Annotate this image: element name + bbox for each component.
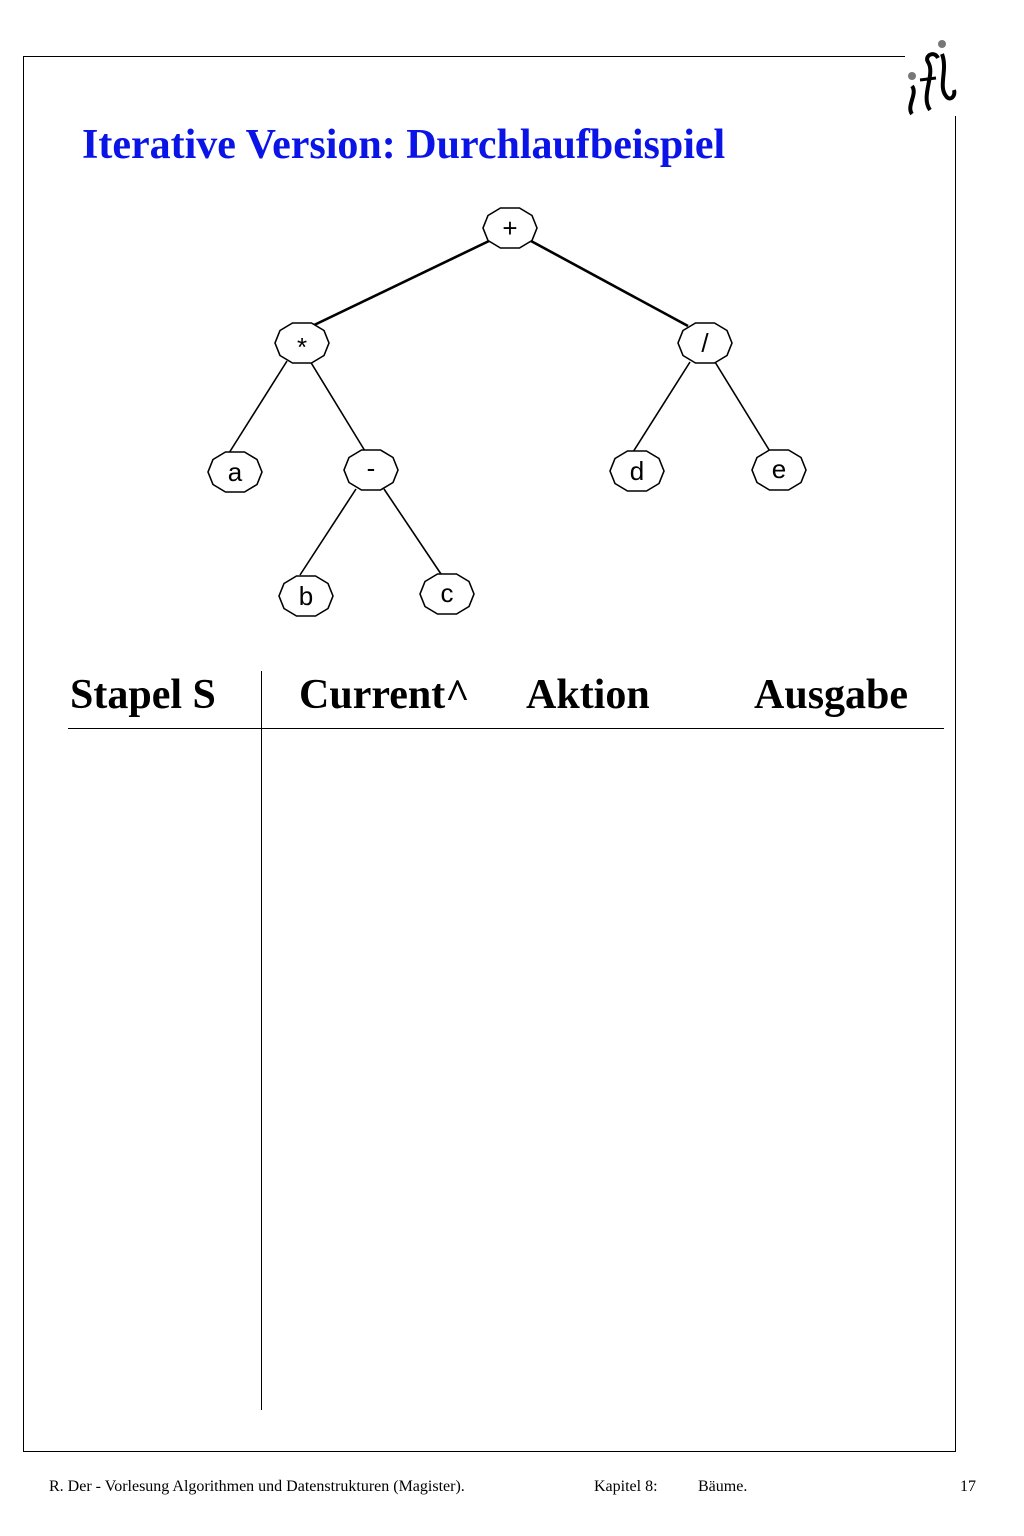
node-a-label: a: [228, 457, 243, 487]
edge-mul-minus: [309, 360, 366, 452]
node-e-shape: [751, 449, 807, 491]
column-header-aktion: Aktion: [526, 672, 650, 718]
tree-edges: [228, 239, 772, 576]
expression-tree: + * / a - d e b c: [207, 207, 807, 617]
node-d-label: d: [630, 456, 644, 486]
frame-top-border: [23, 56, 905, 57]
slide-title: Iterative Version: Durchlaufbeispiel: [82, 122, 726, 168]
tree-node-labels: + * / a - d e b c: [228, 213, 786, 611]
column-header-ausgabe: Ausgabe: [754, 672, 909, 718]
node-mul-label: *: [297, 332, 307, 362]
edge-div-d: [632, 361, 691, 453]
node-c-shape: [419, 573, 475, 615]
node-d-shape: [609, 450, 665, 492]
footer-chapter: Kapitel 8:: [594, 1478, 658, 1495]
frame-bottom-border: [23, 1451, 956, 1452]
column-header-stapel: Stapel S: [70, 672, 216, 718]
edge-minus-b: [299, 488, 357, 576]
node-minus-shape: [343, 449, 399, 491]
node-div-label: /: [701, 328, 709, 358]
frame-left-border: [23, 56, 24, 1452]
footer-chapter-title: Bäume.: [698, 1478, 748, 1495]
edge-div-e: [714, 361, 772, 454]
node-e-label: e: [772, 454, 786, 484]
footer-page-number: 17: [960, 1478, 976, 1495]
node-plus-label: +: [502, 213, 517, 243]
column-header-current: Current^: [299, 672, 470, 718]
edge-plus-mul: [309, 239, 490, 329]
ifi-logo-icon: [908, 40, 957, 116]
edge-plus-div: [530, 239, 689, 328]
node-mul-shape: [274, 322, 330, 364]
table-header-rule: [68, 728, 944, 729]
footer-author-course: R. Der - Vorlesung Algorithmen und Daten…: [49, 1478, 465, 1495]
node-c-label: c: [441, 578, 454, 608]
node-b-shape: [278, 575, 334, 617]
node-b-label: b: [299, 581, 313, 611]
edge-mul-a: [228, 360, 288, 454]
table-column-divider: [261, 671, 262, 1410]
node-plus-shape: [482, 207, 538, 249]
edge-minus-c: [383, 488, 442, 575]
frame-right-border: [955, 116, 956, 1452]
node-minus-label: -: [367, 453, 376, 483]
node-a-shape: [207, 451, 263, 493]
node-div-shape: [677, 322, 733, 364]
tree-node-shapes: [207, 207, 807, 617]
